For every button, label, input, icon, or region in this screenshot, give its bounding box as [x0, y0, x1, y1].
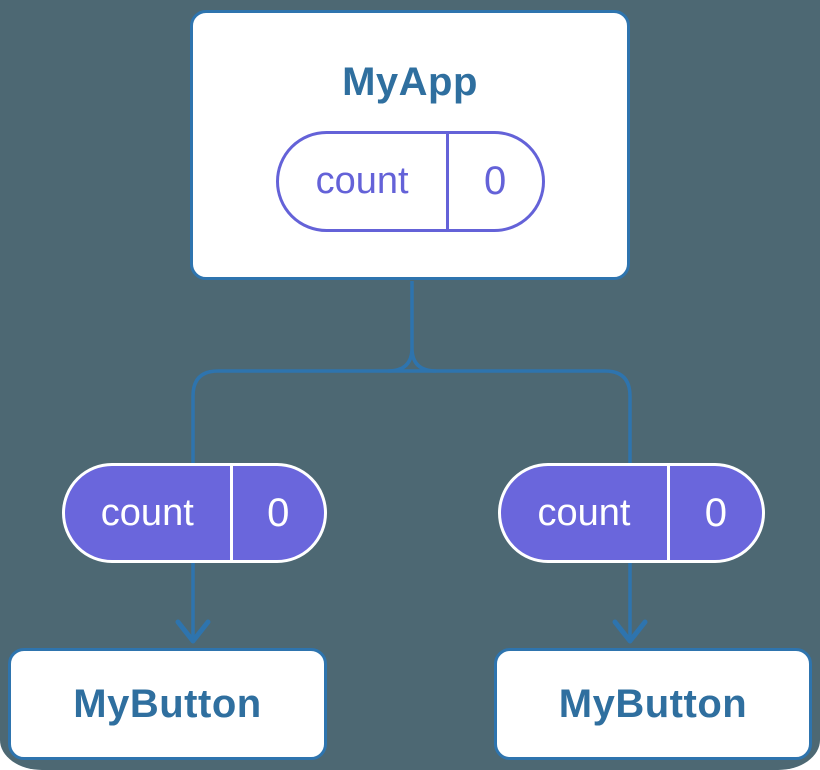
prop-pill-value: 0 [704, 490, 728, 535]
root-component-title: MyApp [342, 60, 478, 104]
right-prop-pill: count 0 [498, 463, 765, 563]
left-arrowhead-icon [175, 619, 211, 644]
left-child-component-card: MyButton [8, 648, 327, 760]
state-pill-label: count [279, 134, 449, 229]
right-child-component-title: MyButton [558, 682, 748, 726]
right-child-component-card: MyButton [494, 648, 812, 760]
branch-frame [191, 369, 632, 640]
root-component-card: MyApp count 0 [190, 10, 630, 280]
branch-flare [387, 347, 437, 373]
left-prop-pill: count 0 [62, 463, 327, 563]
left-child-component-title: MyButton [73, 682, 262, 726]
prop-pill-label: count [501, 466, 670, 560]
root-state-pill: count 0 [275, 131, 545, 232]
prop-pill-value: 0 [267, 490, 290, 535]
state-pill-value: 0 [483, 159, 507, 203]
prop-pill-label: count [65, 466, 233, 560]
right-arrowhead-icon [612, 619, 648, 644]
